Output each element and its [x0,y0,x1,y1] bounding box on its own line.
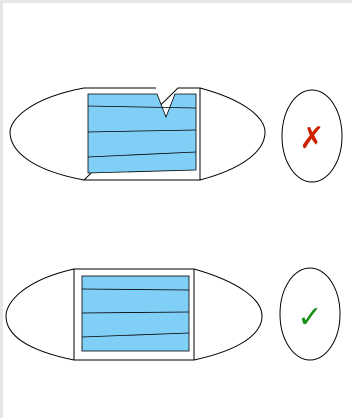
mask-fabric [88,94,196,173]
right-ear-loop [194,269,262,360]
correct-mask-panel: ✓ [6,268,340,360]
left-ear-loop [6,269,74,360]
left-ear-loop [10,88,84,180]
cross-mark-icon: ✗ [299,121,324,156]
incorrect-mask-panel: ✗ [10,88,342,182]
mask-fabric [82,276,189,351]
check-mark-icon: ✓ [297,300,322,335]
right-ear-loop [200,88,265,180]
